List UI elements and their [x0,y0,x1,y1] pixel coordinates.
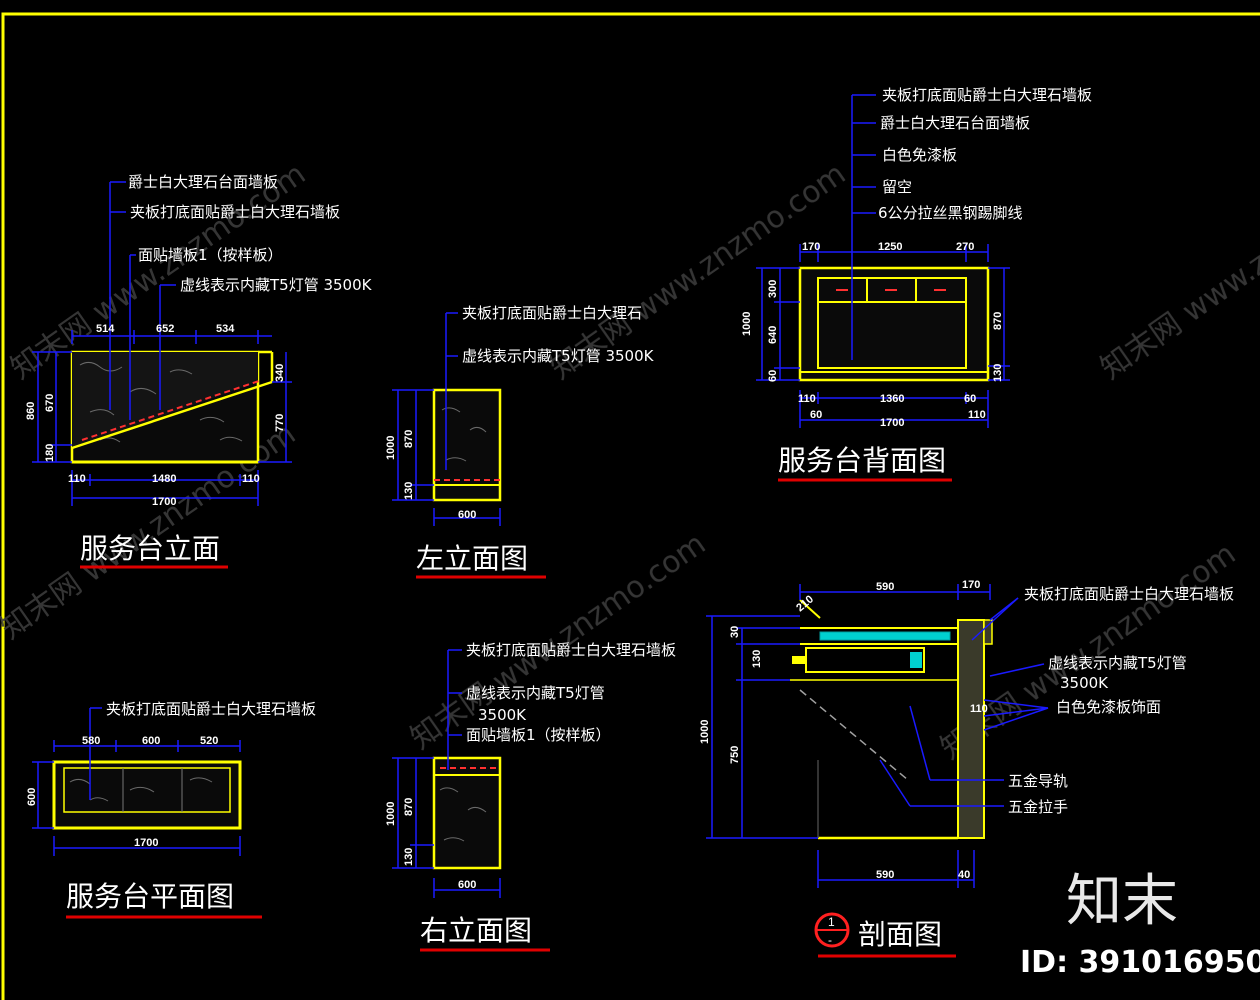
brand-id: ID: 391016950 [1020,945,1260,980]
dim-label: 600 [458,509,476,521]
back-note: 夹板打底面贴爵士白大理石墙板 [882,86,1092,104]
section-marker-sheet: - [828,933,832,947]
dim-label: 770 [274,414,286,432]
section-title: 剖面图 [858,918,942,951]
dim-label: 870 [403,430,415,448]
dim-label: 670 [44,394,56,412]
back-note: 白色免漆板 [882,146,957,164]
section-back-panel [957,619,985,839]
back-counter-body [798,266,990,382]
section-note: 五金导轨 [1008,772,1068,790]
dim-label: 110 [68,473,86,485]
front-note: 爵士白大理石台面墙板 [128,173,278,191]
left-counter-body [432,388,502,502]
dim-label: 60 [767,370,779,382]
watermark-text: 知末网 www.znzmo.com [1095,157,1260,387]
section-glass [819,631,951,641]
section-note: 五金拉手 [1008,798,1068,816]
right-note: 3500K [478,706,527,724]
dim-label: 60 [964,393,976,405]
dim-label: 130 [403,482,415,500]
dim-label: 600 [26,788,38,806]
dim-label: 870 [992,312,1004,330]
drawing-frame [1,12,1260,1000]
dim-label: 514 [96,323,115,335]
dim-label: 640 [767,326,779,344]
dim-label: 110 [970,703,988,715]
right-note: 虚线表示内藏T5灯管 [466,684,605,702]
dim-label: 170 [962,579,980,591]
right-title: 右立面图 [420,914,532,947]
dim-label: 580 [82,735,100,747]
dim-label: 860 [25,402,37,420]
back-note: 留空 [882,178,912,196]
back-note: 爵士白大理石台面墙板 [880,114,1030,132]
dim-label: 1250 [878,241,902,253]
dim-label: 1000 [741,312,753,336]
dim-label: 180 [44,444,56,462]
back-note: 6公分拉丝黑钢踢脚线 [878,204,1023,222]
dim-label: 60 [810,409,822,421]
plan-note: 夹板打底面贴爵士白大理石墙板 [106,700,316,718]
dim-label: 110 [242,473,260,485]
dim-label: 1000 [385,802,397,826]
section-note: 虚线表示内藏T5灯管 [1048,654,1187,672]
dim-label: 1700 [152,496,176,508]
dim-label: 270 [956,241,974,253]
plan-view: 夹板打底面贴爵士白大理石墙板 580 600 520 600 1700 服务台平… [26,700,316,919]
dim-label: 870 [403,798,415,816]
dim-label: 1000 [385,436,397,460]
right-counter-body [432,756,502,870]
dim-label: 130 [992,364,1004,382]
back-elevation: 夹板打底面贴爵士白大理石墙板 爵士白大理石台面墙板 白色免漆板 留空 6公分拉丝… [741,86,1092,482]
dim-label: 652 [156,323,174,335]
dim-label: 1700 [880,417,904,429]
left-elevation: 夹板打底面贴爵士白大理石 虚线表示内藏T5灯管 3500K 1000 870 1… [385,304,655,579]
front-elevation: 爵士白大理石台面墙板 夹板打底面贴爵士白大理石墙板 面贴墙板1（按样板） 虚线表… [25,173,373,569]
left-note: 虚线表示内藏T5灯管 3500K [462,347,655,365]
dim-label: 750 [729,746,741,764]
left-title: 左立面图 [416,542,528,575]
dim-label: 110 [968,409,986,421]
dim-label: 1700 [134,837,158,849]
front-note: 面贴墙板1（按样板） [138,246,283,264]
dim-label: 534 [216,323,235,335]
dim-label: 1360 [880,393,904,405]
dim-label: 110 [798,393,816,405]
dim-label: 340 [274,364,286,382]
left-note: 夹板打底面贴爵士白大理石 [462,304,642,322]
dim-label: 600 [458,879,476,891]
dim-label: 40 [958,869,970,881]
dim-label: 170 [802,241,820,253]
brand-logo-text: 知末 [1066,869,1178,934]
section-note: 3500K [1060,674,1109,692]
dim-label: 590 [876,869,894,881]
front-hidden-light [81,379,263,441]
plan-title: 服务台平面图 [66,880,234,913]
section-marker-number: 1 [828,915,835,929]
dim-label: 590 [876,581,894,593]
dim-label: 300 [767,280,779,298]
dim-label: 1480 [152,473,176,485]
right-note: 夹板打底面贴爵士白大理石墙板 [466,641,676,659]
front-note: 夹板打底面贴爵士白大理石墙板 [130,203,340,221]
front-title: 服务台立面 [80,532,220,565]
back-title: 服务台背面图 [778,444,946,477]
dim-label: 130 [751,650,763,668]
right-note: 面贴墙板1（按样板） [466,726,611,744]
dim-label: 130 [403,848,415,866]
section-note: 白色免漆板饰面 [1056,698,1161,716]
dim-label: 1000 [699,720,711,744]
dim-label: 520 [200,735,218,747]
section-view: 夹板打底面贴爵士白大理石墙板 虚线表示内藏T5灯管 3500K 白色免漆板饰面 … [699,579,1234,958]
section-note: 夹板打底面贴爵士白大理石墙板 [1024,585,1234,603]
right-elevation: 夹板打底面贴爵士白大理石墙板 虚线表示内藏T5灯管 3500K 面贴墙板1（按样… [385,641,676,952]
front-note: 虚线表示内藏T5灯管 3500K [180,276,373,294]
dim-label: 600 [142,735,160,747]
dim-label: 30 [729,626,741,638]
plan-counter [52,760,242,830]
